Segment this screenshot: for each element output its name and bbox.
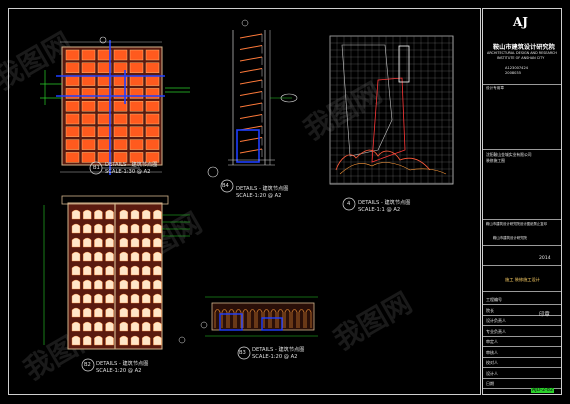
detail-b2 <box>43 195 190 372</box>
v4-view-scale: SCALE-1:1 @ A2 <box>358 207 401 213</box>
signature-row-divider <box>483 346 561 347</box>
design-seal-label: 设计专用章 <box>486 86 504 90</box>
b1-view-number: B1 <box>93 165 100 171</box>
b3-view-number: B3 <box>239 350 246 356</box>
b2-view-number: B2 <box>84 362 91 368</box>
signature-row-divider <box>483 325 561 326</box>
cert-number: A123007424 <box>505 66 529 70</box>
signature-row-label: 院长 <box>486 307 494 313</box>
detail-b4 <box>207 19 298 193</box>
institute-en-line2: INSTITUTE OF ANSHAN CITY <box>497 56 545 60</box>
detail-b3 <box>200 296 318 360</box>
v4-view-title: DETAILS - 建筑节点图 <box>358 200 411 206</box>
drawing-frame <box>8 8 481 395</box>
sheet-number: AJD-2-82 <box>531 388 555 393</box>
institute-en-line1: ARCHITECTURAL DESIGN AND RESEARCH <box>487 51 557 55</box>
signature-row-divider <box>483 304 561 305</box>
signature-row-divider <box>483 367 561 368</box>
signature-row-divider <box>483 335 561 337</box>
signature-row-label: 设计人 <box>486 370 498 376</box>
project-name: 沈阳鞍山金城实业有限公司 <box>486 152 532 157</box>
signature-row-label: 日期 <box>486 381 494 386</box>
detail-b1 <box>40 36 190 175</box>
signature-row-divider <box>483 377 561 379</box>
b1-view-title: DETAILS - 建筑节点图 <box>105 162 158 168</box>
signature-row-divider <box>483 314 561 316</box>
seal-label: 印章 <box>539 312 550 318</box>
signature-row-label: 审定人 <box>486 339 498 344</box>
signature-row-label: 校对人 <box>486 360 498 365</box>
signature-row-label: 审核人 <box>486 349 498 355</box>
b2-view-scale: SCALE-1:20 @ A2 <box>96 368 142 374</box>
institute-name: 鞍山市建筑设计研究院 <box>493 44 555 51</box>
b4-view-scale: SCALE-1:20 @ A2 <box>236 193 282 199</box>
v4-view-number: 4 <box>347 201 351 207</box>
signature-row-divider <box>483 356 561 358</box>
b1-view-scale: SCALE-1:30 @ A2 <box>105 169 151 175</box>
b2-view-title: DETAILS - 建筑节点图 <box>96 361 149 367</box>
b3-view-title: DETAILS - 建筑节点图 <box>252 347 305 353</box>
copy-note-2: 鞍山市建筑设计研究院 <box>493 236 527 240</box>
stage-label: 施工 装修施工设计 <box>505 277 540 282</box>
signature-row-label: 工程编号 <box>486 297 502 302</box>
signature-row-divider <box>483 388 561 389</box>
year: 2014 <box>539 256 551 261</box>
project-subtitle: 装修施工图 <box>486 158 505 163</box>
signature-row-label: 专业负责人 <box>486 328 506 334</box>
b3-view-scale: SCALE-1:20 @ A2 <box>252 354 298 360</box>
cert-number-2: 2008035 <box>505 71 522 75</box>
institute-logo: AJ <box>513 15 528 29</box>
copy-note: 鞍山市建筑设计研究院设计图纸禁止复印 <box>486 222 548 226</box>
title-block: AJ 鞍山市建筑设计研究院 ARCHITECTURAL DESIGN AND R… <box>482 8 562 395</box>
b4-view-title: DETAILS - 建筑节点图 <box>236 186 289 192</box>
signature-row-label: 设计负责人 <box>486 318 506 323</box>
detail-4 <box>329 35 454 211</box>
b4-view-number: B4 <box>222 183 229 189</box>
